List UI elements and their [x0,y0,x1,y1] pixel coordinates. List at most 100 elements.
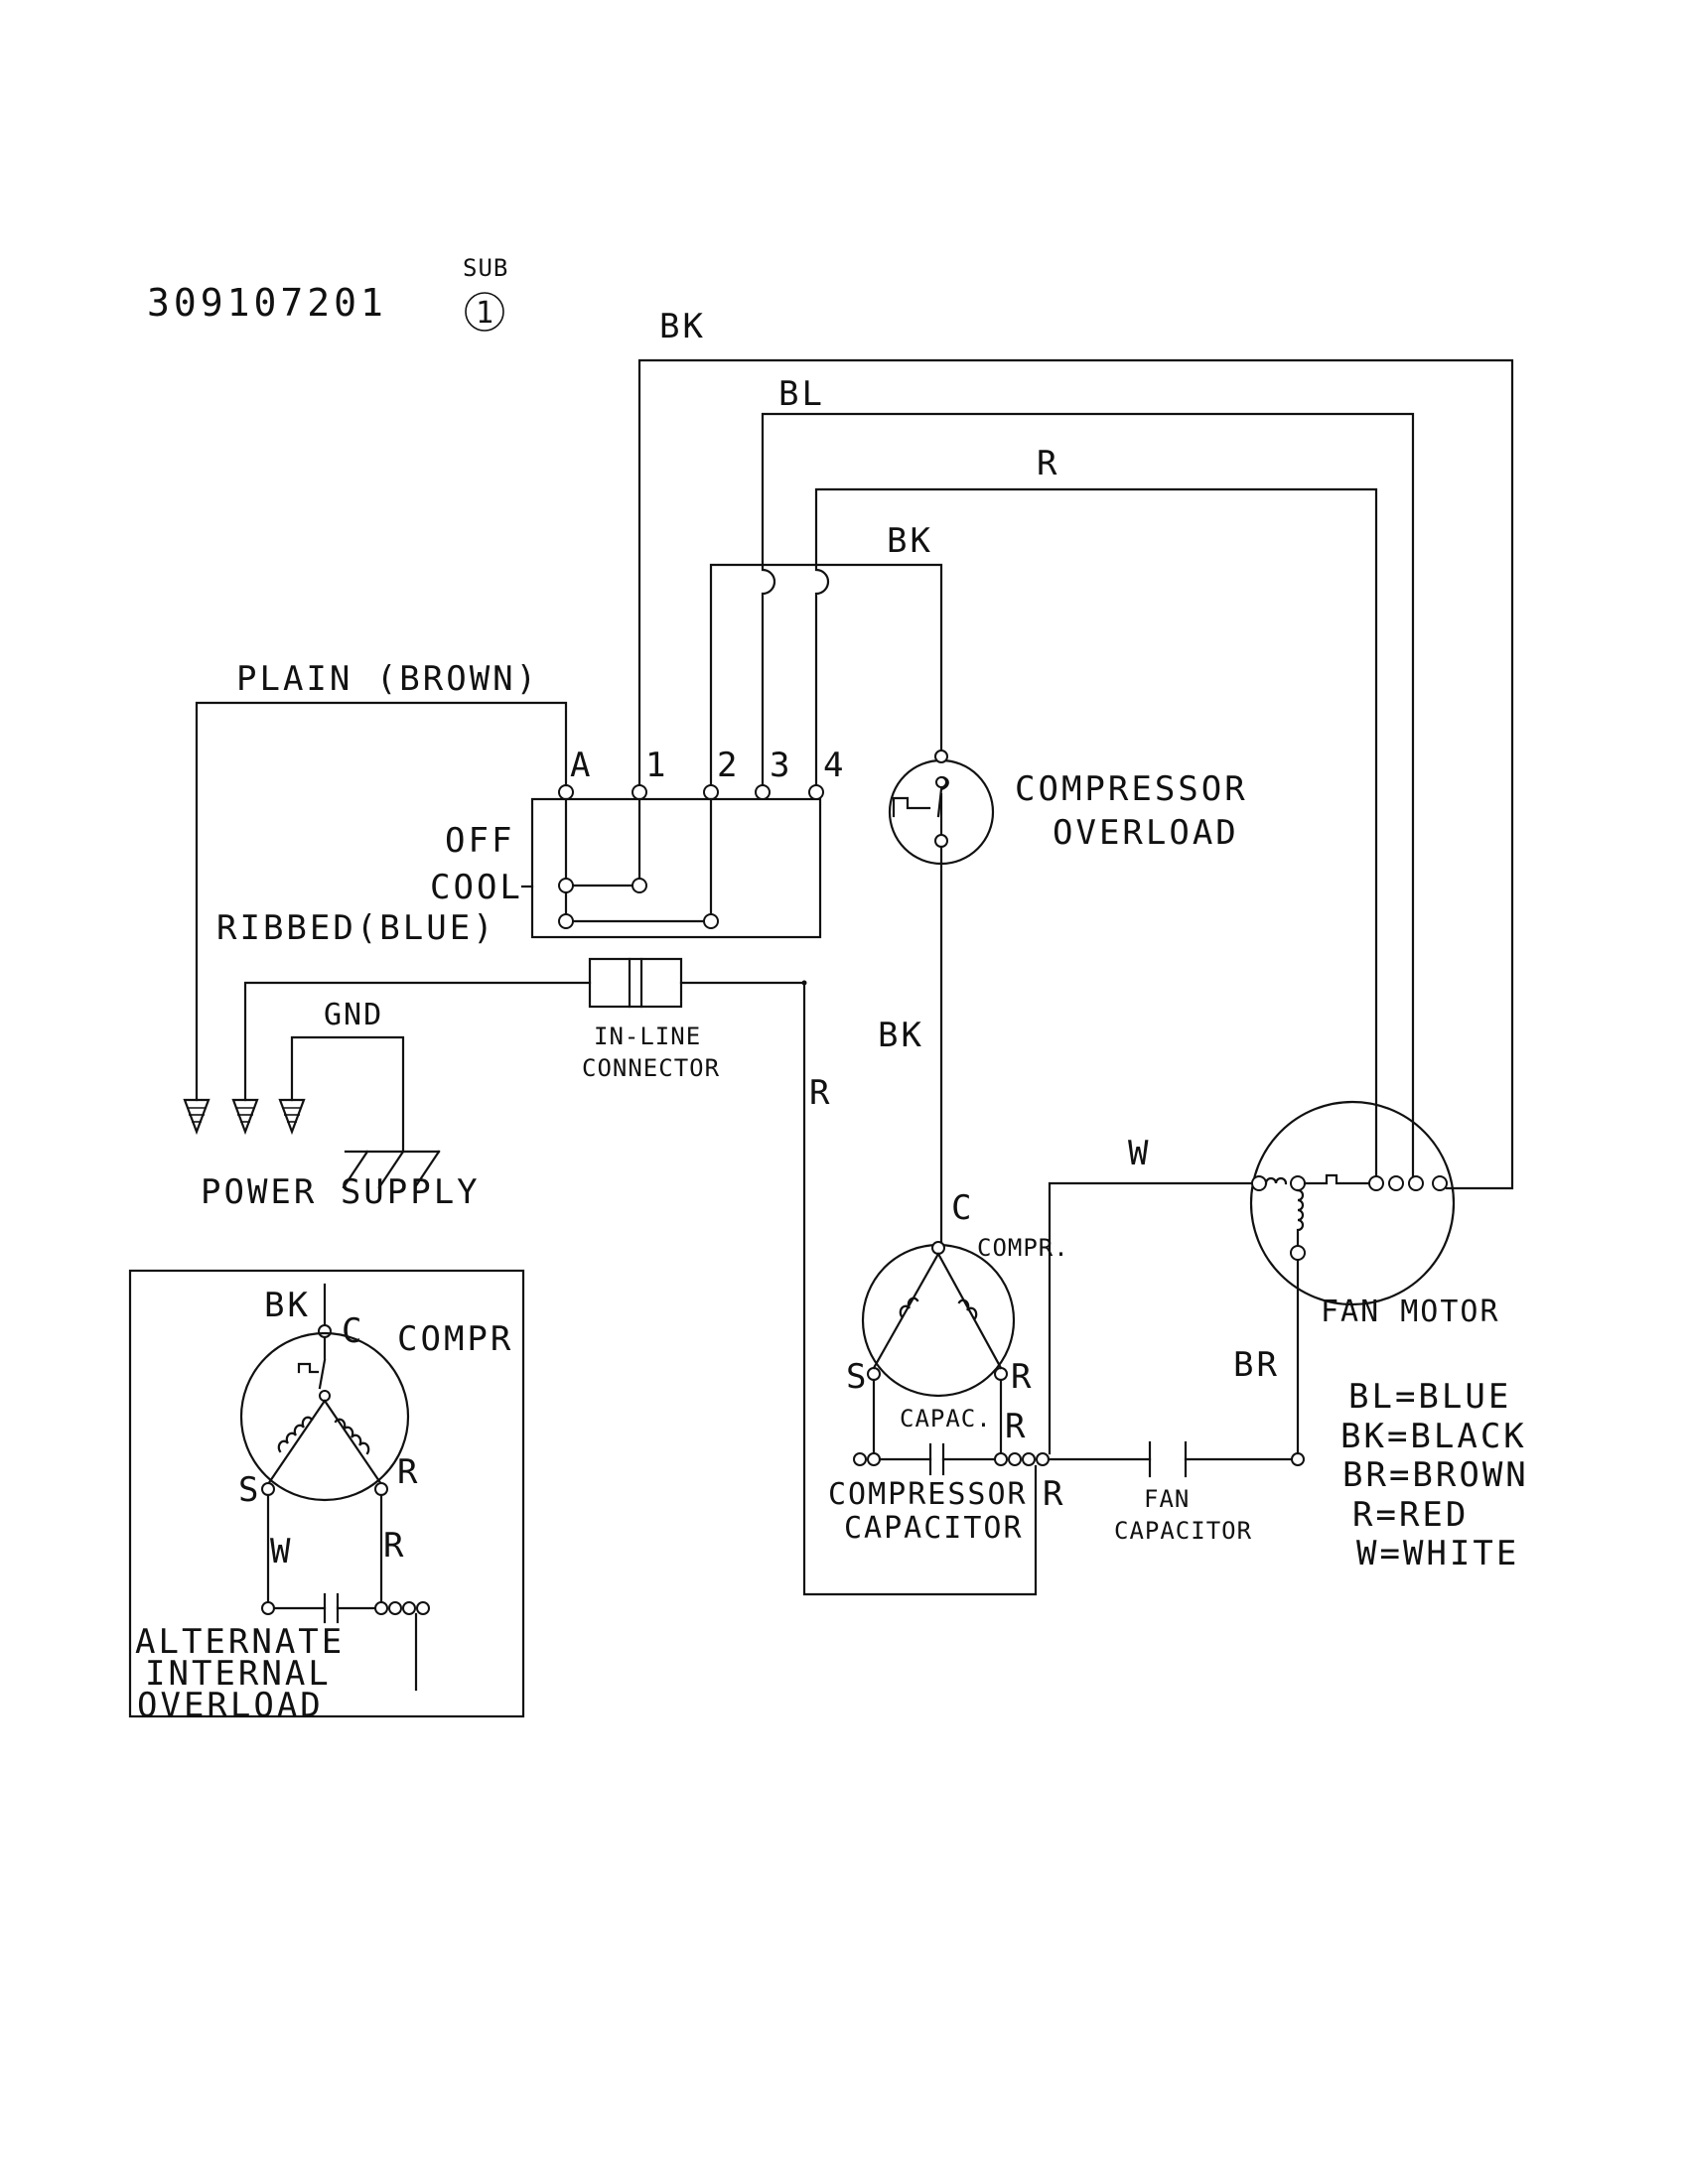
fan-motor-winding-v [1296,1188,1305,1248]
cap-terminal[interactable] [867,1452,881,1466]
ground-hatch [342,1150,369,1189]
wire-r-left [679,981,1038,1596]
switch-label-2: 2 [717,746,740,785]
legend-br: BR=BROWN [1342,1455,1529,1495]
overload-contact-point [935,776,947,788]
inline-connector-label-1: IN-LINE [594,1023,701,1050]
sub-number: 1 [476,296,495,331]
fan-motor-thermal [1303,1173,1371,1185]
fan-capacitor-label-2: CAPACITOR [1114,1517,1252,1545]
fan-motor-terminal[interactable] [1290,1175,1306,1191]
switch-body [530,797,822,939]
cap-terminal[interactable] [994,1452,1008,1466]
wire-label-plain-brown: PLAIN (BROWN) [236,659,539,699]
ground-hatch [413,1150,441,1189]
switch-terminal-3[interactable] [755,784,771,800]
cap-terminal[interactable] [853,1452,867,1466]
compressor-label-c: C [951,1188,974,1228]
alt-label-compr: COMPR [397,1319,513,1359]
compressor-capacitor-label-2: CAPACITOR [844,1511,1024,1546]
sub-number-circle [465,292,504,332]
wire-r-top [814,487,1378,1187]
compressor-terminal-r[interactable] [994,1367,1008,1381]
alt-label-c: C [342,1311,364,1351]
compressor-terminal-c[interactable] [931,1241,945,1255]
wire-label-gnd: GND [324,998,383,1032]
switch-terminal-4[interactable] [808,784,824,800]
legend-bk: BK=BLACK [1340,1417,1527,1456]
compressor-motor [861,1243,1016,1398]
compressor-winding-line [936,1252,1003,1370]
alt-cap-terminal[interactable] [374,1601,388,1615]
cap-terminal[interactable] [1022,1452,1036,1466]
inline-connector-label-2: CONNECTOR [582,1054,720,1082]
power-supply-label: POWER SUPPLY [201,1172,481,1212]
alt-cap-terminal[interactable] [402,1601,416,1615]
compressor-capacitor-r-label: R [1005,1407,1028,1446]
wire-label-w: W [1128,1134,1151,1173]
overload-terminal-bottom[interactable] [934,834,948,848]
legend-w: W=WHITE [1356,1534,1519,1573]
alt-caption-2: INTERNAL [145,1654,332,1694]
alternate-overload-box [128,1269,525,1718]
wire-bl [761,412,1415,1187]
switch-contact [632,878,647,893]
switch-terminal-a[interactable] [558,784,574,800]
plug-pin-ground [278,1098,306,1136]
switch-label-1: 1 [645,746,668,785]
compressor-label-r: R [1011,1357,1034,1397]
switch-label-4: 4 [823,746,846,785]
legend-r: R=RED [1352,1495,1469,1535]
alt-terminal-r[interactable] [374,1482,388,1496]
fan-motor-terminal[interactable] [1251,1175,1267,1191]
fan-capacitor-terminal[interactable] [1291,1452,1305,1466]
plug-pin-brown [183,1098,211,1136]
alt-label-r2: R [383,1526,406,1566]
cap-terminal[interactable] [1008,1452,1022,1466]
alt-winding-line [266,1399,327,1486]
alt-label-w: W [270,1532,293,1571]
switch-label-off: OFF [445,821,514,861]
compressor-capac-label: CAPAC. [900,1405,992,1433]
wire-bk-top [637,358,1514,1190]
part-number: 309107201 [147,281,387,325]
compressor-winding-line [872,1252,940,1370]
compressor-capacitor-label-1: COMPRESSOR [828,1477,1028,1512]
overload-terminal-top[interactable] [934,750,948,763]
inline-connector[interactable] [588,957,683,1009]
switch-label-3: 3 [770,746,792,785]
wire-bk-inner [709,563,943,794]
fan-motor-terminal[interactable] [1290,1245,1306,1261]
fan-motor-terminal[interactable] [1388,1175,1404,1191]
alt-caption-3: OVERLOAD [137,1686,324,1725]
switch-terminal-1[interactable] [632,784,647,800]
wire-gnd [290,1035,405,1154]
wire-label-bk-top: BK [659,307,706,346]
sub-label: SUB [463,254,508,282]
alt-caption-1: ALTERNATE [135,1622,345,1662]
cap-terminal[interactable] [1036,1452,1050,1466]
alt-terminal-s[interactable] [261,1482,275,1496]
wire-label-ribbed-blue: RIBBED(BLUE) [216,908,496,948]
fan-motor-terminal[interactable] [1368,1175,1384,1191]
compressor-label-s: S [846,1357,869,1397]
compressor-terminal-s[interactable] [867,1367,881,1381]
alt-cap-terminal[interactable] [388,1601,402,1615]
wire-label-bk-inner: BK [887,521,933,561]
alt-overload-contact [319,1390,331,1402]
compressor-label: COMPR. [977,1234,1069,1262]
wire-w [1048,1181,1261,1455]
fan-motor-terminal[interactable] [1408,1175,1424,1191]
fan-motor [1249,1100,1456,1306]
alt-cap-terminal[interactable] [416,1601,430,1615]
wire-ribbed-blue [243,981,592,1102]
fan-motor-terminal[interactable] [1432,1175,1448,1191]
switch-terminal-2[interactable] [703,784,719,800]
legend-bl: BL=BLUE [1348,1377,1511,1417]
alt-terminal-c[interactable] [318,1324,332,1338]
alt-cap-terminal[interactable] [261,1601,275,1615]
wire-label-r-left: R [809,1073,832,1113]
compressor-run-winding [957,1298,978,1320]
alt-winding-line [323,1399,383,1486]
alt-label-s: S [238,1470,261,1510]
